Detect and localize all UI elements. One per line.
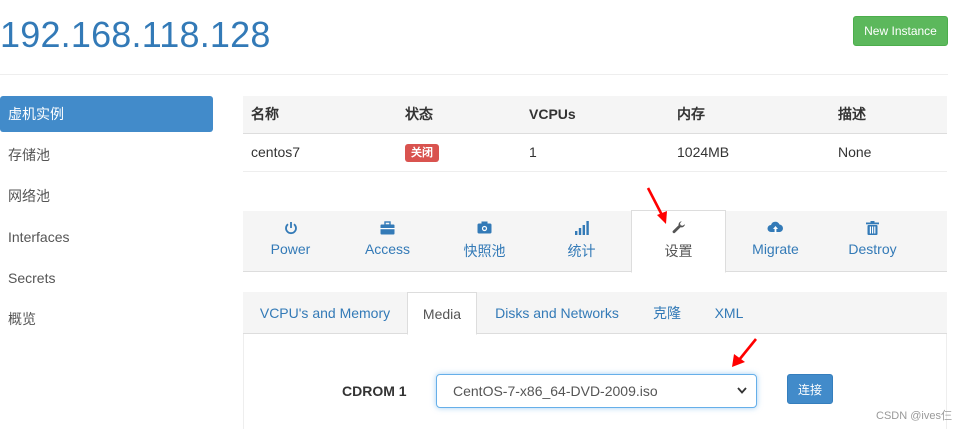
title-divider	[0, 74, 948, 75]
tab-destroy-label: Destroy	[848, 241, 897, 257]
cdrom-iso-select[interactable]: CentOS-7-x86_64-DVD-2009.iso	[436, 374, 757, 408]
briefcase-icon	[340, 211, 435, 239]
subtab-clone[interactable]: 克隆	[653, 305, 681, 321]
subtab-disks-networks[interactable]: Disks and Networks	[495, 305, 619, 321]
connect-button[interactable]: 连接	[787, 374, 833, 404]
subtab-vcpu-memory[interactable]: VCPU's and Memory	[259, 305, 391, 321]
instance-memory-cell: 1024MB	[669, 133, 830, 172]
watermark: CSDN @ives仨	[876, 410, 952, 422]
column-header-vcpus: VCPUs	[521, 96, 669, 134]
signal-icon	[534, 211, 629, 239]
instance-vcpus-cell: 1	[521, 133, 669, 172]
cloud-upload-icon	[728, 211, 823, 239]
cdrom-label: CDROM 1	[342, 383, 407, 399]
sidebar-item-storage[interactable]: 存储池	[8, 147, 50, 163]
tab-migrate-label: Migrate	[752, 241, 799, 257]
tab-migrate[interactable]: Migrate	[728, 211, 823, 272]
tab-power-label: Power	[270, 241, 311, 257]
instance-name-cell[interactable]: centos7	[243, 133, 397, 172]
tab-snapshots-label: 快照池	[463, 243, 506, 259]
tab-power[interactable]: Power	[243, 211, 338, 272]
tab-stats[interactable]: 统计	[534, 211, 629, 272]
wrench-icon	[632, 211, 725, 239]
tab-destroy[interactable]: Destroy	[825, 211, 920, 272]
power-icon	[243, 211, 338, 239]
page-title: 192.168.118.128	[0, 14, 271, 55]
tab-snapshots[interactable]: 快照池	[437, 211, 532, 272]
sidebar-item-instances[interactable]: 虚机实例	[0, 96, 213, 132]
sidebar-item-interfaces[interactable]: Interfaces	[8, 229, 70, 245]
tab-access-label: Access	[364, 241, 411, 257]
column-header-name: 名称	[243, 96, 397, 134]
media-panel: CDROM 1 CentOS-7-x86_64-DVD-2009.iso 连接	[243, 334, 947, 429]
tab-settings-label: 设置	[664, 243, 693, 259]
subtab-xml[interactable]: XML	[714, 305, 744, 321]
instance-action-tabs: Power Access 快照池 统计 设置 Migrate Destroy	[243, 210, 947, 273]
column-header-status: 状态	[397, 96, 521, 134]
sidebar: 虚机实例 存储池 网络池 Interfaces Secrets 概览	[0, 96, 213, 340]
instance-status-cell: 关闭	[397, 133, 521, 172]
tab-stats-label: 统计	[567, 243, 596, 259]
table-header-row: 名称 状态 VCPUs 内存 描述	[243, 96, 947, 134]
camera-icon	[437, 211, 532, 239]
chevron-down-icon	[736, 375, 748, 418]
settings-subtabs: VCPU's and Memory Media Disks and Networ…	[243, 292, 947, 335]
annotation-arrow-icon	[646, 187, 667, 224]
status-badge: 关闭	[405, 143, 439, 162]
instance-table: 名称 状态 VCPUs 内存 描述 centos7 关闭 1 1024MB No…	[243, 96, 947, 172]
tab-settings[interactable]: 设置	[631, 210, 726, 273]
sidebar-item-overview[interactable]: 概览	[8, 311, 36, 327]
trash-icon	[825, 211, 920, 239]
annotation-arrow-icon	[732, 338, 758, 367]
column-header-description: 描述	[830, 96, 947, 134]
new-instance-button[interactable]: New Instance	[853, 16, 948, 46]
table-row[interactable]: centos7 关闭 1 1024MB None	[243, 133, 947, 172]
subtab-media[interactable]: Media	[407, 292, 477, 335]
instance-description-cell: None	[830, 133, 947, 172]
cdrom-selected-value: CentOS-7-x86_64-DVD-2009.iso	[453, 383, 658, 399]
sidebar-item-secrets[interactable]: Secrets	[8, 270, 56, 286]
sidebar-item-networks[interactable]: 网络池	[8, 188, 50, 204]
instance-name-link[interactable]: centos7	[251, 144, 301, 160]
column-header-memory: 内存	[669, 96, 830, 134]
tab-access[interactable]: Access	[340, 211, 435, 272]
